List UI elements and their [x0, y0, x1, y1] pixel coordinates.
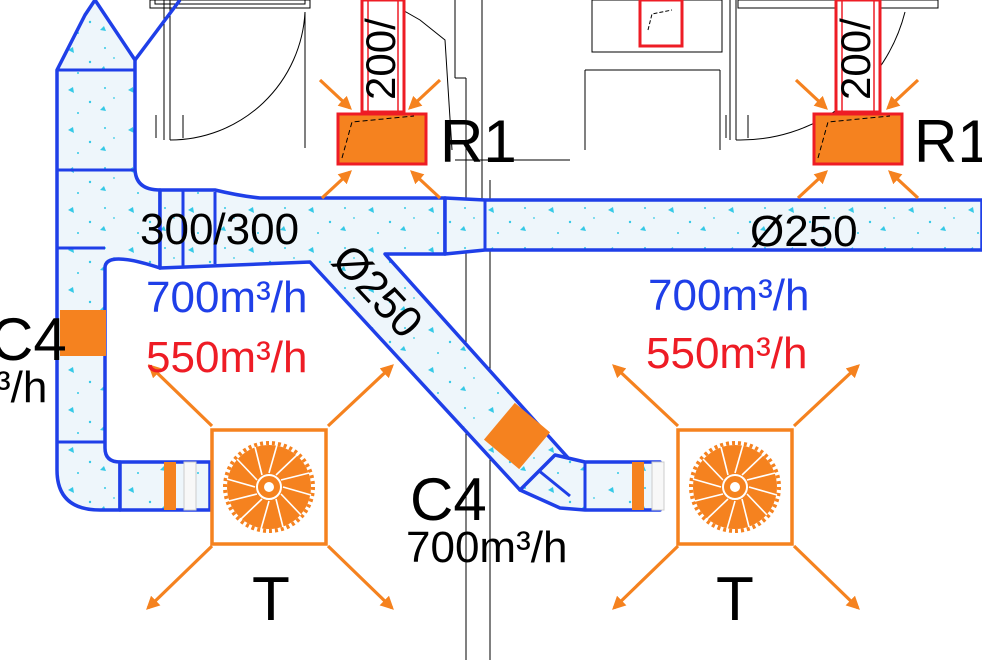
swirl-diffuser-icon [210, 428, 794, 546]
extract-flow-right: 550m³/h [646, 329, 807, 378]
c4-center-tag: C4 [410, 466, 487, 533]
damper-icon [60, 310, 665, 511]
c4-left-flow: ³/h [0, 363, 47, 412]
grille-right-tag: R1 [914, 108, 982, 175]
supply-flow-left: 700m³/h [146, 273, 307, 322]
left-trunk-duct [55, 0, 162, 512]
riser-right-size: 200/ [832, 18, 879, 100]
grille-right [812, 112, 904, 166]
diffuser-right-tag: T [716, 565, 754, 634]
diffuser-left [210, 428, 328, 546]
extract-riser-right [834, 0, 882, 114]
supply-flow-right: 700m³/h [648, 271, 809, 320]
riser-left-size: 200/ [357, 18, 404, 100]
diffuser-right [676, 428, 794, 546]
c4-left-tag: C4 [0, 306, 67, 373]
diffuser-left-tag: T [252, 565, 290, 634]
c4-center-flow: 700m³/h [406, 523, 567, 572]
round-duct-250 [443, 196, 982, 256]
extract-flow-left: 550m³/h [146, 333, 307, 382]
damper-left-stub [164, 462, 176, 510]
extract-grille-icon [336, 112, 904, 166]
grille-left [336, 112, 428, 166]
extract-riser-left [360, 0, 406, 114]
damper-left [60, 310, 106, 356]
damper-center [483, 402, 551, 470]
grille-left-tag: R1 [440, 108, 517, 175]
main-duct-size-label: Ø250 [750, 207, 858, 256]
extract-riser-center [638, 0, 684, 48]
airflow-arrow-icon [146, 78, 920, 610]
damper-right-stub [632, 462, 644, 510]
rect-duct-size-label: 300/300 [140, 205, 299, 254]
